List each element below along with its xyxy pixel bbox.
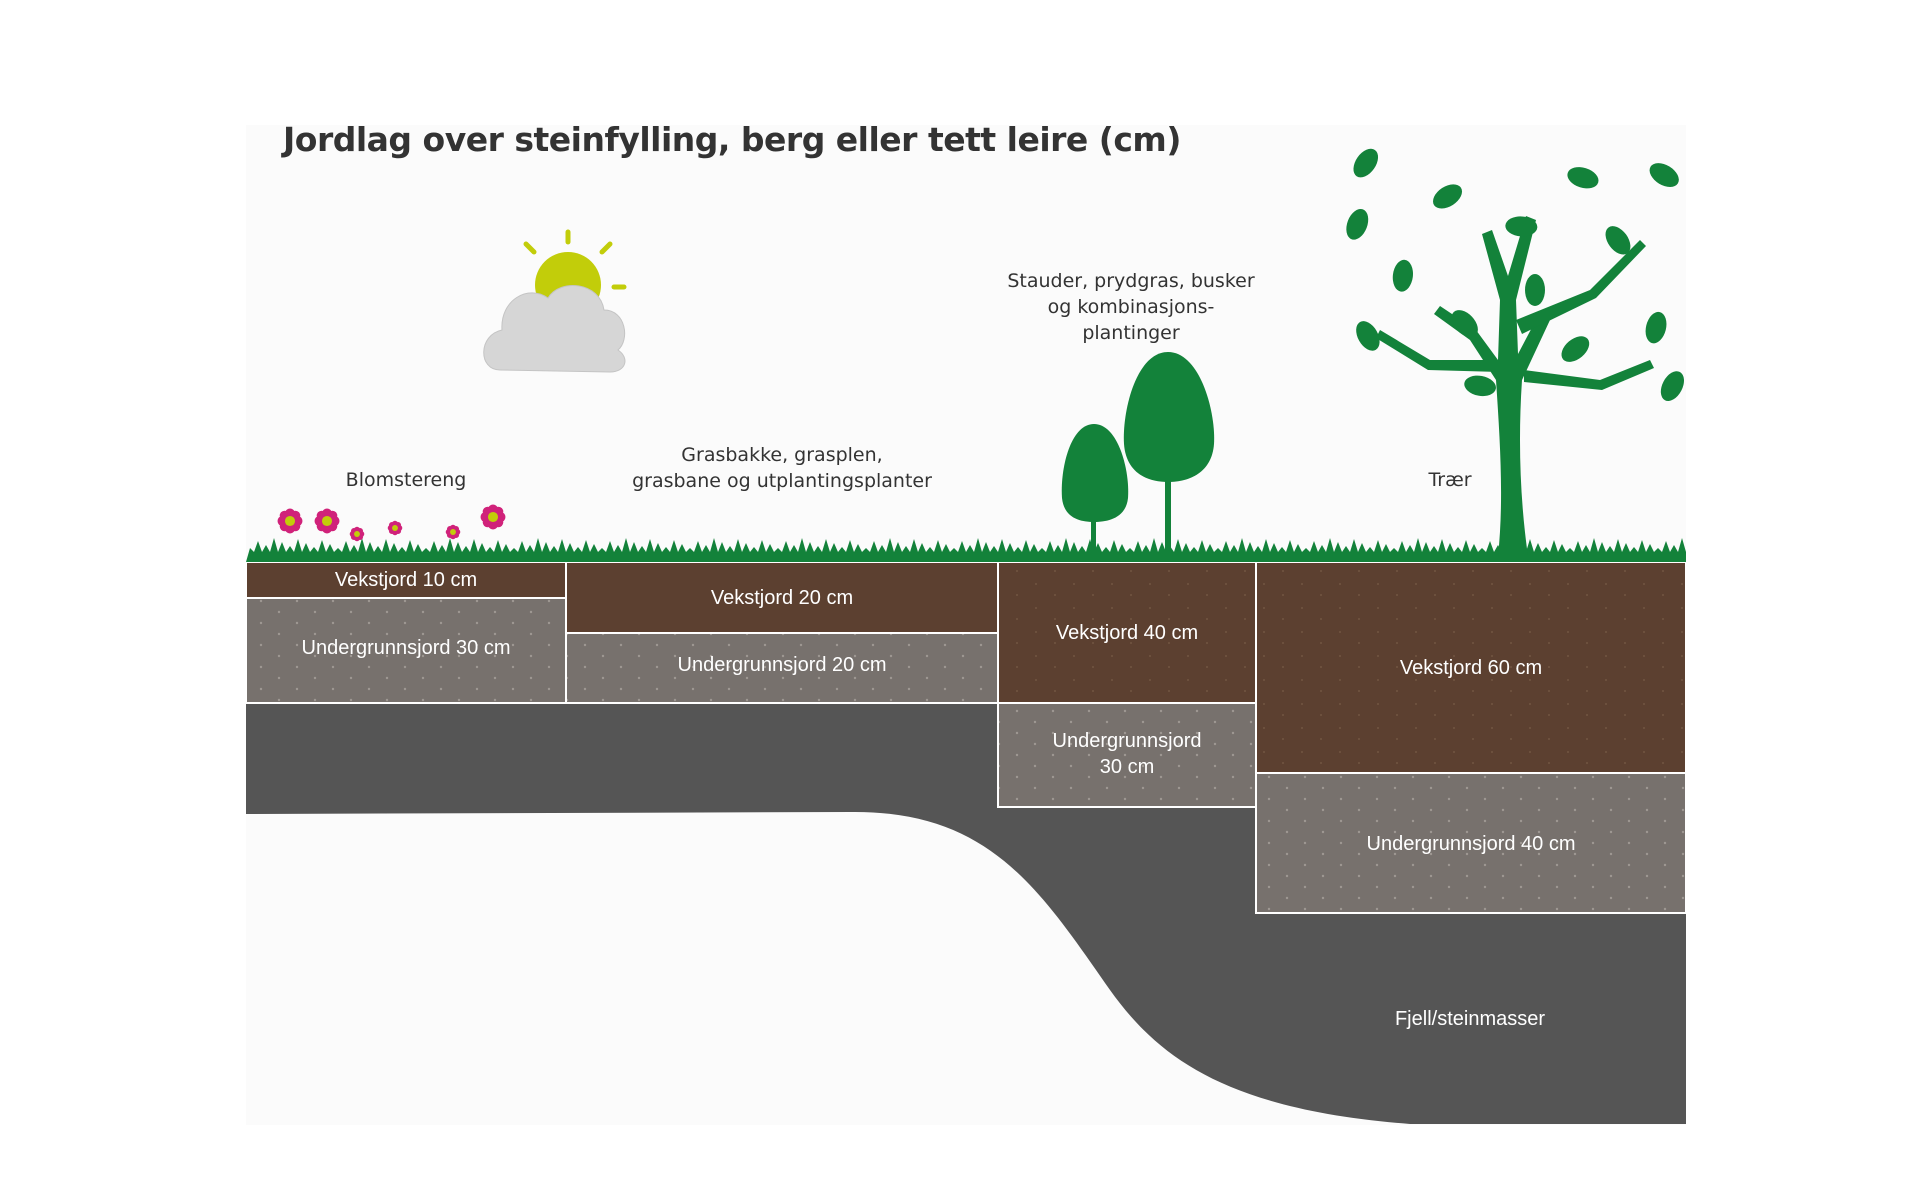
- col2-vekstjord: [565, 561, 999, 634]
- col2-texture: [567, 634, 997, 702]
- label-col4-vekstjord: Vekstjord 60 cm: [1399, 657, 1543, 679]
- caption-traer: Trær: [1400, 467, 1500, 493]
- label-col2-vekstjord: Vekstjord 20 cm: [710, 587, 854, 609]
- tree-leaf: [1649, 163, 1679, 187]
- page-title: Jordlag over steinfylling, berg eller te…: [283, 120, 1181, 159]
- label-col3-vekstjord: Vekstjord 40 cm: [1055, 622, 1199, 644]
- caption-line: Grasbakke, grasplen,: [681, 444, 883, 466]
- tree-leaf: [1353, 148, 1379, 178]
- label-bedrock: Fjell/steinmasser: [1394, 1008, 1546, 1030]
- col3-texture-top: [999, 563, 1255, 702]
- label-col2-undergrunnsjord: Undergrunnsjord 20 cm: [677, 654, 887, 676]
- caption-line: grasbane og utplantingsplanter: [632, 470, 932, 492]
- tree-icon: [1346, 148, 1684, 556]
- tree-leaf: [1605, 226, 1631, 255]
- label-col3-undergrunnsjord: Undergrunnsjord 30 cm: [998, 728, 1256, 780]
- caption-stauder: Stauder, prydgras, busker og kombinasjon…: [1000, 268, 1262, 346]
- tree-leaf: [1464, 375, 1496, 397]
- tree-leaf: [1505, 216, 1538, 237]
- caption-line: Trær: [1428, 469, 1472, 491]
- col3-texture: [999, 704, 1255, 806]
- caption-line: Stauder, prydgras, busker: [1007, 270, 1255, 292]
- caption-line: Blomstereng: [345, 469, 467, 491]
- tree-leaf: [1525, 274, 1545, 306]
- col1-texture: [247, 599, 565, 702]
- flower-icon: [387, 520, 403, 536]
- tree-leaf: [1433, 184, 1463, 209]
- bush-icon: [1061, 352, 1215, 556]
- tree-leaf: [1660, 371, 1684, 402]
- caption-grasbakke: Grasbakke, grasplen, grasbane og utplant…: [602, 442, 962, 494]
- tree-leaf: [1561, 336, 1590, 362]
- label-line: Undergrunnsjord: [1052, 730, 1202, 752]
- grass-icon: [246, 538, 1686, 562]
- label-line: 30 cm: [1099, 756, 1155, 778]
- flower-icon: [445, 524, 461, 540]
- caption-line: og kombinasjons-: [1047, 296, 1215, 318]
- flower-icon: [480, 504, 506, 530]
- tree-leaf: [1346, 208, 1369, 240]
- col4-texture-top: [1257, 563, 1685, 772]
- col4-texture: [1257, 774, 1685, 912]
- tree-leaf: [1392, 259, 1413, 292]
- flowers-group: [277, 504, 506, 542]
- label-col1-vekstjord: Vekstjord 10 cm: [334, 569, 478, 591]
- tree-leaf: [1356, 321, 1380, 351]
- grass-blades: [246, 538, 1686, 562]
- tree-leaf: [1451, 310, 1478, 338]
- tree-leaf: [1567, 167, 1599, 189]
- flower-icon: [277, 508, 303, 534]
- label-col1-undergrunnsjord: Undergrunnsjord 30 cm: [301, 637, 511, 659]
- caption-line: plantinger: [1082, 322, 1180, 344]
- caption-blomstereng: Blomstereng: [306, 467, 506, 493]
- col1-vekstjord: [245, 561, 567, 599]
- cloud-icon: [483, 285, 626, 373]
- flower-icon: [349, 526, 365, 542]
- label-col4-undergrunnsjord: Undergrunnsjord 40 cm: [1366, 833, 1576, 855]
- flower-icon: [314, 508, 340, 534]
- tree-leaf: [1645, 311, 1667, 344]
